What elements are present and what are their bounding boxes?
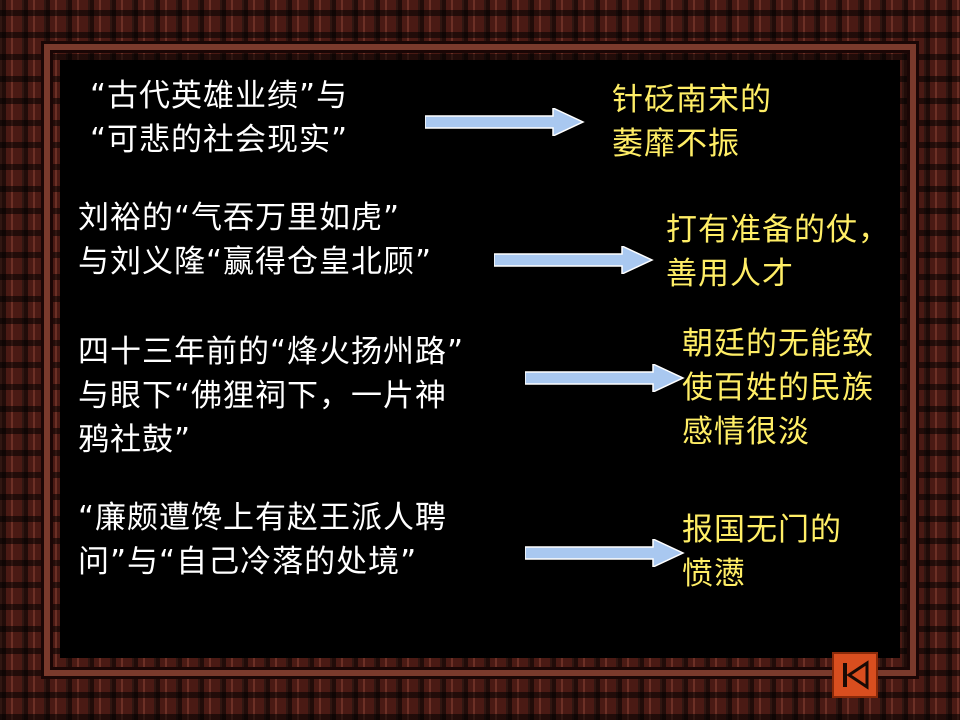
row-4-right-text: 报国无门的 愤懑 <box>682 512 842 592</box>
row-2-left-text: 刘裕的“气吞万里如虎” 与刘义隆“赢得仓皇北顾” <box>78 200 433 280</box>
row-4-arrow-icon <box>525 539 685 567</box>
row-2-right-text: 打有准备的仗， 善用人才 <box>666 212 890 292</box>
row-1-right-text: 针砭南宋的 萎靡不振 <box>612 82 772 162</box>
row-1-arrow-icon <box>425 108 585 136</box>
row-3-left-text: 四十三年前的“烽火扬州路” 与眼下“佛狸祠下，一片神 鸦社鼓” <box>78 334 465 458</box>
content-panel <box>60 60 900 658</box>
row-3-right-text: 朝廷的无能致 使百姓的民族 感情很淡 <box>682 326 874 450</box>
skip-back-icon <box>843 660 869 690</box>
frame-border <box>44 44 916 676</box>
row-2-arrow-icon <box>494 246 654 274</box>
back-nav-button[interactable] <box>832 652 878 698</box>
row-3-arrow-icon <box>525 364 685 392</box>
row-4-left-text: “廉颇遭馋上有赵王派人聘 问”与“自己冷落的处境” <box>78 500 448 580</box>
row-1-left-text: “古代英雄业绩”与 “可悲的社会现实” <box>90 78 349 158</box>
